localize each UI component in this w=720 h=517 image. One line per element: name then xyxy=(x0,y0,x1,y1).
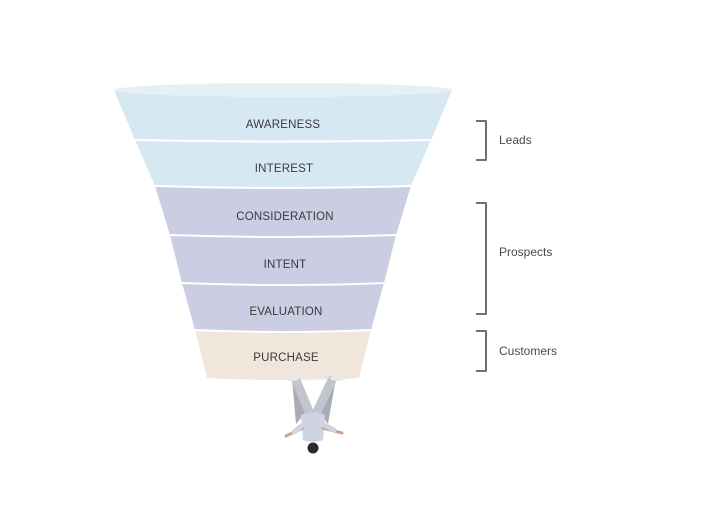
funnel-segment-intent xyxy=(170,235,396,285)
group-labels: Leads Prospects Customers xyxy=(499,133,557,358)
stage-labels: AWARENESS INTEREST CONSIDERATION INTENT … xyxy=(236,119,334,364)
funnel-segment-awareness xyxy=(114,90,452,142)
group-label-leads: Leads xyxy=(499,133,532,147)
person-illustration xyxy=(284,375,346,454)
group-label-customers: Customers xyxy=(499,344,557,358)
bracket-prospects xyxy=(476,202,487,315)
stage-label-intent: INTENT xyxy=(264,259,307,271)
stage-label-consideration: CONSIDERATION xyxy=(236,211,334,223)
funnel-segments xyxy=(114,83,452,380)
stage-label-evaluation: EVALUATION xyxy=(249,306,322,318)
funnel-segment-consideration xyxy=(155,186,411,237)
group-label-prospects: Prospects xyxy=(499,245,552,259)
funnel-rim xyxy=(114,83,452,97)
funnel-segment-purchase xyxy=(195,330,371,380)
bracket-customers xyxy=(476,330,487,372)
funnel-separators xyxy=(134,139,432,333)
stage-label-purchase: PURCHASE xyxy=(253,352,319,364)
funnel-segment-interest xyxy=(135,140,431,188)
funnel-segment-evaluation xyxy=(182,283,384,332)
stage-label-interest: INTEREST xyxy=(255,163,313,175)
group-brackets xyxy=(476,120,487,372)
stage-label-awareness: AWARENESS xyxy=(246,119,321,131)
bracket-leads xyxy=(476,120,487,161)
